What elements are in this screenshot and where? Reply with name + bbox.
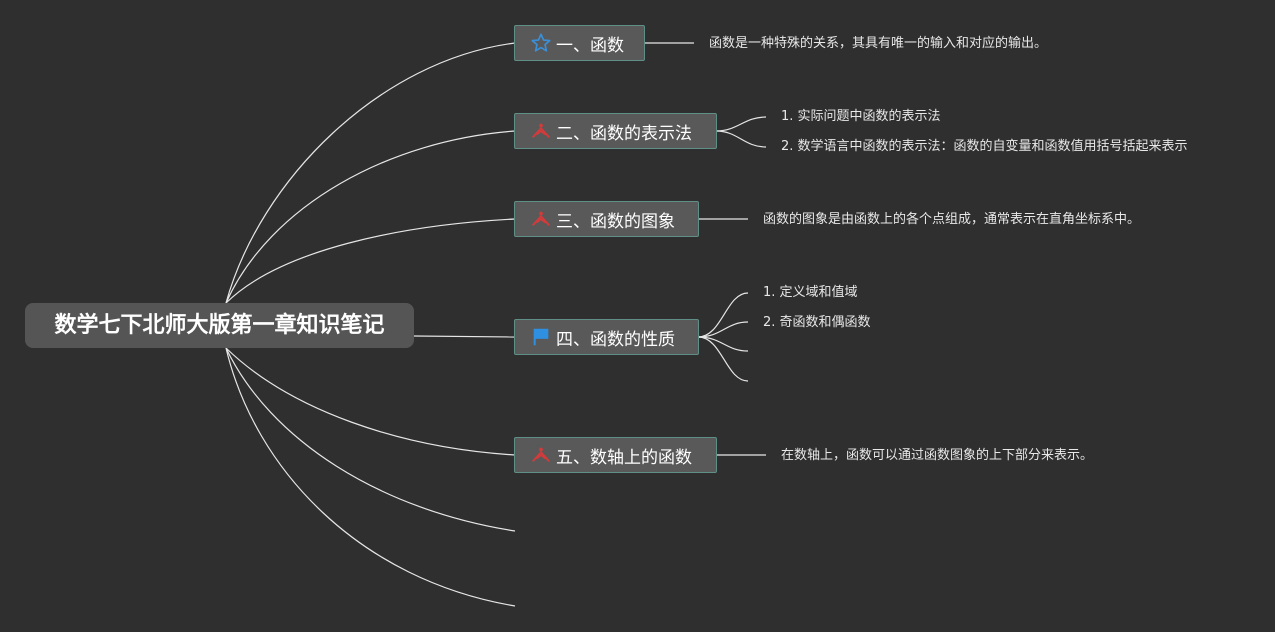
connector-root-topic-1: [225, 42, 516, 304]
task-progress-icon: [530, 444, 552, 466]
topic-label: 五、数轴上的函数: [556, 447, 692, 468]
topic-function[interactable]: 一、函数: [514, 25, 645, 61]
connector-root-empty-6: [225, 347, 516, 532]
topic-representation[interactable]: 二、函数的表示法: [514, 113, 717, 149]
topic-properties[interactable]: 四、函数的性质: [514, 319, 699, 355]
connector-root-empty-7: [225, 347, 516, 607]
topic-label: 四、函数的性质: [556, 329, 675, 350]
topic-label: 三、函数的图象: [556, 211, 675, 232]
root-topic[interactable]: 数学七下北师大版第一章知识笔记: [25, 303, 414, 348]
connector-topic-4-empty-4: [697, 336, 749, 382]
connector-topic-4-note-2: [697, 321, 749, 338]
topic-graph[interactable]: 三、函数的图象: [514, 201, 699, 237]
topic-label: 二、函数的表示法: [556, 123, 692, 144]
note-topic-4-2[interactable]: 2. 奇函数和偶函数: [763, 315, 871, 330]
connector-root-topic-4: [413, 335, 516, 338]
note-topic-2-1[interactable]: 1. 实际问题中函数的表示法: [781, 109, 941, 124]
flag-icon: [530, 326, 552, 348]
connector-root-topic-2: [225, 130, 516, 304]
topic-label: 一、函数: [556, 35, 624, 56]
connector-root-topic-5: [225, 347, 516, 456]
note-topic-3[interactable]: 函数的图象是由函数上的各个点组成，通常表示在直角坐标系中。: [763, 212, 1141, 227]
note-topic-2-2[interactable]: 2. 数学语言中函数的表示法：函数的自变量和函数值用括号括起来表示: [781, 139, 1188, 154]
note-topic-5[interactable]: 在数轴上，函数可以通过函数图象的上下部分来表示。: [781, 448, 1094, 463]
connector-topic-4-note-1: [697, 292, 749, 338]
connector-root-topic-3: [225, 218, 516, 304]
task-progress-icon: [530, 120, 552, 142]
star-icon: [530, 32, 552, 54]
note-topic-4-1[interactable]: 1. 定义域和值域: [763, 285, 858, 300]
topic-number-line[interactable]: 五、数轴上的函数: [514, 437, 717, 473]
task-progress-icon: [530, 208, 552, 230]
connector-topic-2-note-1: [715, 116, 767, 132]
note-topic-1[interactable]: 函数是一种特殊的关系，其具有唯一的输入和对应的输出。: [709, 36, 1048, 51]
connector-topic-2-note-2: [715, 130, 767, 148]
